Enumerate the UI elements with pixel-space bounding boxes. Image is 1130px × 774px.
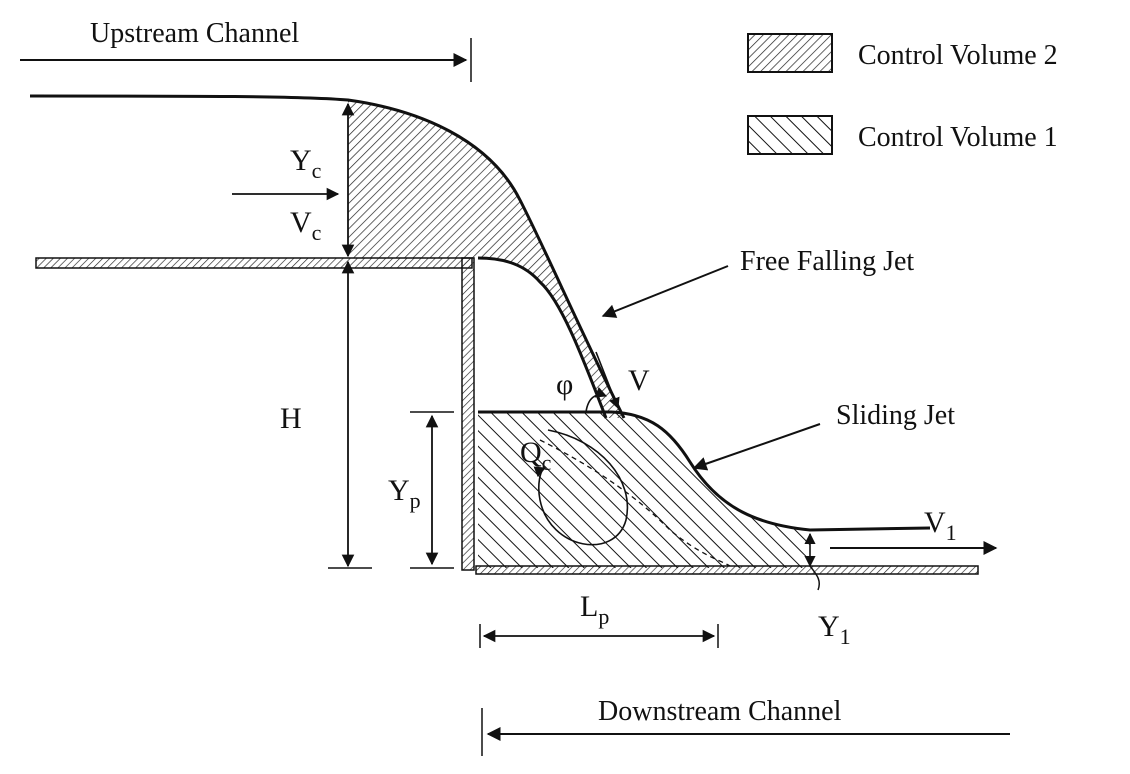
drop-wall [461,257,475,571]
recirculation-loop [533,429,629,546]
free-falling-jet-label: Free Falling Jet [740,246,914,277]
upstream-channel-indicator: Upstream Channel [20,18,472,82]
yc-symbol: Yc [290,144,322,183]
control-volume-2-region [348,100,624,418]
phi-symbol: φ [556,368,573,401]
qc-symbol: Qc [520,436,552,475]
vc-symbol: Vc [290,206,322,245]
legend-swatch-cv1 [747,115,833,155]
legend-label-cv2: Control Volume 2 [858,40,1058,71]
downstream-bed [475,565,979,575]
y1-symbol: Y1 [818,610,851,649]
upstream-bed [35,257,473,269]
upstream-water-surface [29,94,626,419]
legend: Control Volume 2 Control Volume 1 [747,33,1058,155]
legend-label-cv1: Control Volume 1 [858,122,1058,153]
legend-swatch-cv2 [747,33,833,73]
upstream-channel-label: Upstream Channel [90,18,299,49]
v1-symbol: V1 [924,506,957,545]
lp-symbol: Lp [580,590,609,629]
v-symbol: V [628,364,650,397]
h-symbol: H [280,402,302,435]
downstream-channel-indicator: Downstream Channel [481,696,1010,756]
pool-dividing-streamline [539,439,731,567]
control-volume-1-region [478,412,810,568]
yp-symbol: Yp [388,474,421,513]
lower-nappe [477,256,608,419]
downstream-channel-label: Downstream Channel [598,696,842,727]
sliding-jet-label: Sliding Jet [836,400,955,431]
